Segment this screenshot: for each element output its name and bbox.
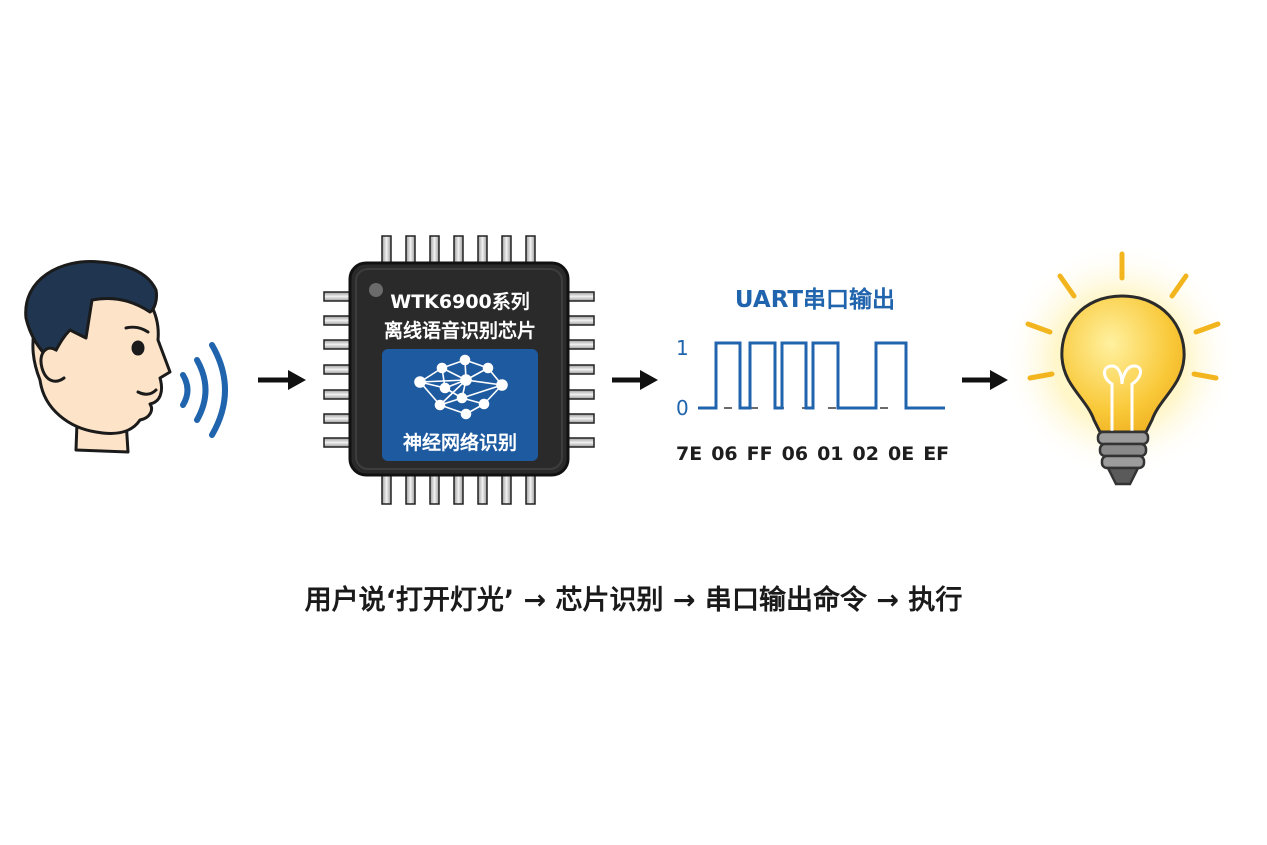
chip-pin [565, 291, 595, 302]
chip-pin [323, 291, 353, 302]
chip-badge-label: 神经网络识别 [402, 432, 517, 454]
arrow-right-icon [258, 370, 306, 390]
chip-pin [323, 437, 353, 448]
arrow-right-icon [962, 370, 1008, 390]
neural-network-icon [414, 354, 508, 420]
chip-pin [565, 364, 595, 375]
uart-byte: EF [923, 443, 950, 465]
chip-pin [323, 413, 353, 424]
chip-pin [323, 315, 353, 326]
chip-pin [565, 339, 595, 350]
chip-pin [323, 339, 353, 350]
uart-byte: 01 [817, 443, 844, 465]
uart-byte: FF [746, 443, 773, 465]
chip-pin [565, 413, 595, 424]
chip-pin [429, 471, 440, 505]
uart-title: UART串口输出 [734, 287, 896, 313]
uart-byte: 02 [852, 443, 879, 465]
uart-waveform [698, 341, 958, 410]
chip-description-label: 离线语音识别芯片 [383, 320, 536, 342]
chip-pin [565, 389, 595, 400]
chip-pin [323, 364, 353, 375]
chip-pin [565, 315, 595, 326]
chip-pin [405, 471, 416, 505]
chip-model-label: WTK6900系列 [390, 291, 530, 313]
flow-caption: 用户说‘打开灯光’ → 芯片识别 → 串口输出命令 → 执行 [304, 585, 963, 616]
chip-pin [525, 471, 536, 505]
uart-byte: 06 [711, 443, 738, 465]
chip-pin [453, 471, 464, 505]
chip-pin [501, 471, 512, 505]
chip-pin [477, 471, 488, 505]
light-bulb-icon [1002, 242, 1238, 486]
level-low-label: 0 [676, 396, 689, 420]
chip-pin [565, 437, 595, 448]
chip-pin [381, 471, 392, 505]
arrow-right-icon [612, 370, 658, 390]
uart-byte-list: 7E 06 FF 06 01 02 0E EF [676, 443, 976, 465]
level-high-label: 1 [676, 336, 689, 360]
uart-byte: 06 [781, 443, 809, 465]
uart-byte: 7E [676, 443, 703, 465]
chip-icon [323, 235, 595, 505]
chip-pin [323, 389, 353, 400]
sound-wave-icon [180, 342, 228, 438]
speaking-person-icon [24, 260, 172, 454]
uart-byte: 0E [887, 443, 915, 465]
